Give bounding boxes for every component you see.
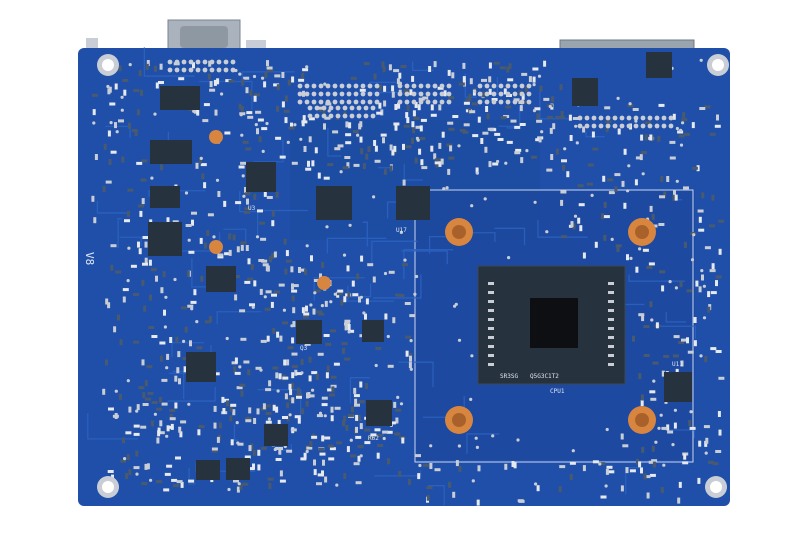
silkscreen: V8 U3 U17 U11 Q3 R62: [83, 205, 683, 442]
u-mid-label: U17: [396, 227, 407, 234]
cpu-die: [530, 298, 578, 348]
cpu-ref-label: CPU1: [550, 388, 565, 395]
pin-headers: [167, 59, 674, 129]
r-mark: R62: [368, 435, 379, 442]
q-mark: Q3: [300, 345, 308, 352]
mounting-holes: [97, 54, 729, 498]
heatsink-pads: [209, 130, 656, 434]
cpu-sub-label: SR3SG: [500, 373, 518, 380]
side-mark: V8: [83, 252, 96, 265]
u-left-label: U3: [248, 205, 256, 212]
cpu-code-label: Q5G3C1T2: [530, 373, 559, 380]
vias: [92, 58, 708, 492]
u-right-label: U11: [672, 361, 683, 368]
cpu-package: Q5G3C1T2 SR3SG CPU1: [477, 265, 626, 395]
large-ics: [148, 52, 692, 480]
